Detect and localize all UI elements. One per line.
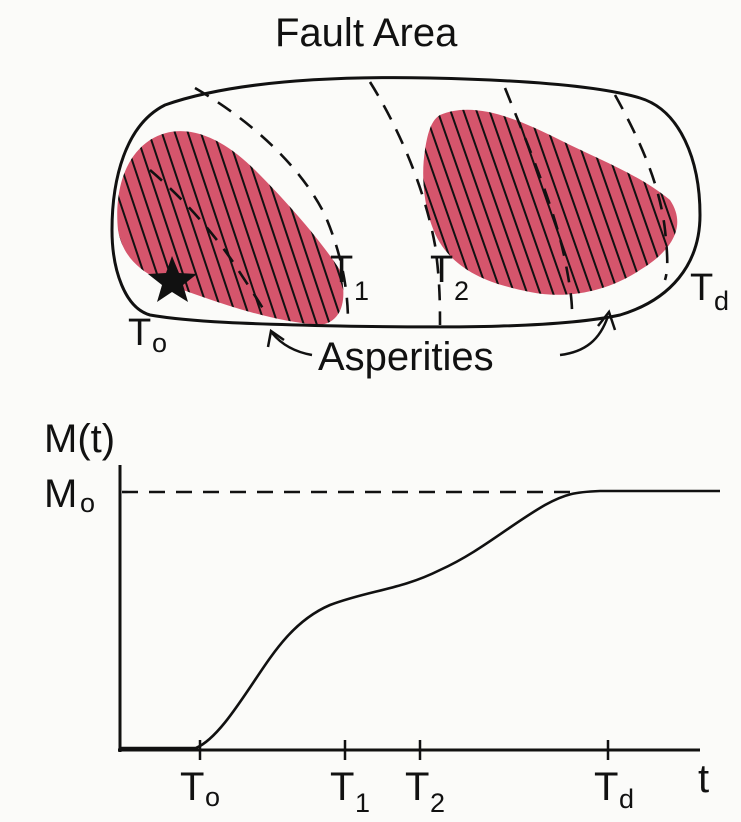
x-tick-label-td-sub: d <box>619 784 634 814</box>
x-tick-labels: T o T 1 T 2 T d t <box>180 757 709 818</box>
asperity-right-hatch-line <box>483 109 560 295</box>
fault-label-t2: T <box>430 249 453 291</box>
fault-outline <box>110 76 702 329</box>
asperity-right-hatch-line <box>470 109 547 295</box>
asperity-arrows <box>266 309 617 357</box>
hypocenter-star-icon <box>148 256 197 302</box>
fault-label-t1-sub: 1 <box>354 276 369 306</box>
asperity-right-hatch-line <box>444 109 521 295</box>
asperity-left-hatch-line <box>176 131 258 325</box>
fault-label-td: T <box>690 267 713 309</box>
asperity-right-hatch-line <box>496 109 573 295</box>
fault-label-t2-sub: 2 <box>454 276 469 306</box>
asperity-right-hatch-line <box>423 109 495 295</box>
rupture-front-t0 <box>149 169 267 313</box>
fault-time-labels: T o T 1 T 2 T d <box>128 249 729 358</box>
y-max-label: M <box>44 472 77 516</box>
asperity-left-hatch-line <box>150 131 232 325</box>
asperity-right-hatch-line <box>431 109 508 295</box>
rupture-front-t1 <box>194 86 350 323</box>
x-tick-label-t1: T <box>330 765 354 809</box>
x-ticks <box>198 740 610 760</box>
arrow-left-head-icon <box>266 328 285 348</box>
moment-curve <box>120 489 720 750</box>
fault-label-td-sub: d <box>714 286 729 316</box>
fault-label-t0-sub: o <box>152 328 167 358</box>
asperity-right-hatch-line <box>509 109 586 295</box>
x-tick-label-t1-sub: 1 <box>355 788 370 818</box>
x-tick-label-t2: T <box>405 765 429 809</box>
y-max-label-sub: o <box>80 488 95 518</box>
x-axis-label: t <box>698 757 709 801</box>
fault-label-t0: T <box>128 312 151 354</box>
asperity-right-hatch-line <box>522 109 599 295</box>
arrow-right <box>559 315 610 357</box>
asperity-right-hatch-line <box>718 95 741 310</box>
fault-label-t1: T <box>330 249 353 291</box>
x-tick-label-td: T <box>594 765 618 809</box>
rupture-front-t2 <box>368 81 442 326</box>
arrow-right-head-icon <box>597 309 617 331</box>
rupture-fronts <box>149 81 669 326</box>
x-tick-label-t0-sub: o <box>205 782 220 812</box>
asperities-label: Asperities <box>318 335 494 379</box>
rupture-front-td <box>613 94 669 281</box>
asperity-right-hatch-line <box>457 109 534 295</box>
y-axis-label: M(t) <box>44 417 115 461</box>
arrow-left <box>271 332 313 357</box>
asperity-left-hatch-line <box>332 131 344 325</box>
x-tick-label-t0: T <box>180 765 204 809</box>
asperity-left-hatch-line <box>163 131 245 325</box>
rupture-front-mid <box>503 87 574 313</box>
fault-area-title: Fault Area <box>275 11 458 55</box>
x-tick-label-t2-sub: 2 <box>430 788 445 818</box>
